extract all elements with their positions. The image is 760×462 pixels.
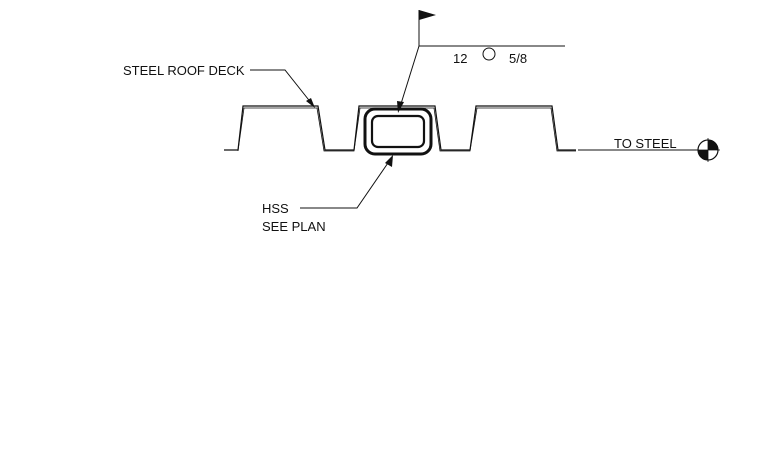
hss-inner	[370, 114, 426, 149]
hss-label: HSS	[262, 201, 289, 216]
weld-arrow-head	[397, 101, 404, 113]
steel-roof-deck-arrow-head	[306, 98, 315, 108]
steel-roof-deck-callout: STEEL ROOF DECK	[123, 63, 315, 108]
steel-roof-deck-profile-inner	[237, 107, 576, 152]
steel-roof-deck-profile	[224, 105, 576, 151]
hss-leader	[300, 159, 391, 209]
see-plan-label: SEE PLAN	[262, 219, 326, 234]
steel-roof-deck-label: STEEL ROOF DECK	[123, 63, 245, 78]
hss-arrow-head	[385, 155, 393, 167]
field-weld-flag-icon	[419, 10, 436, 20]
steel-roof-deck-leader	[250, 69, 313, 105]
hss-callout: HSS SEE PLAN	[262, 155, 393, 234]
to-steel-label: TO STEEL	[614, 136, 677, 151]
weld-all-around-circle-icon	[482, 47, 496, 61]
weld-symbol: 12 5/8	[397, 10, 565, 113]
weld-length: 5/8	[509, 51, 527, 66]
weld-arrow-line	[399, 45, 420, 108]
weld-size: 12	[453, 51, 467, 66]
elevation-target-icon	[696, 138, 720, 162]
to-steel-callout: TO STEEL	[578, 136, 720, 162]
